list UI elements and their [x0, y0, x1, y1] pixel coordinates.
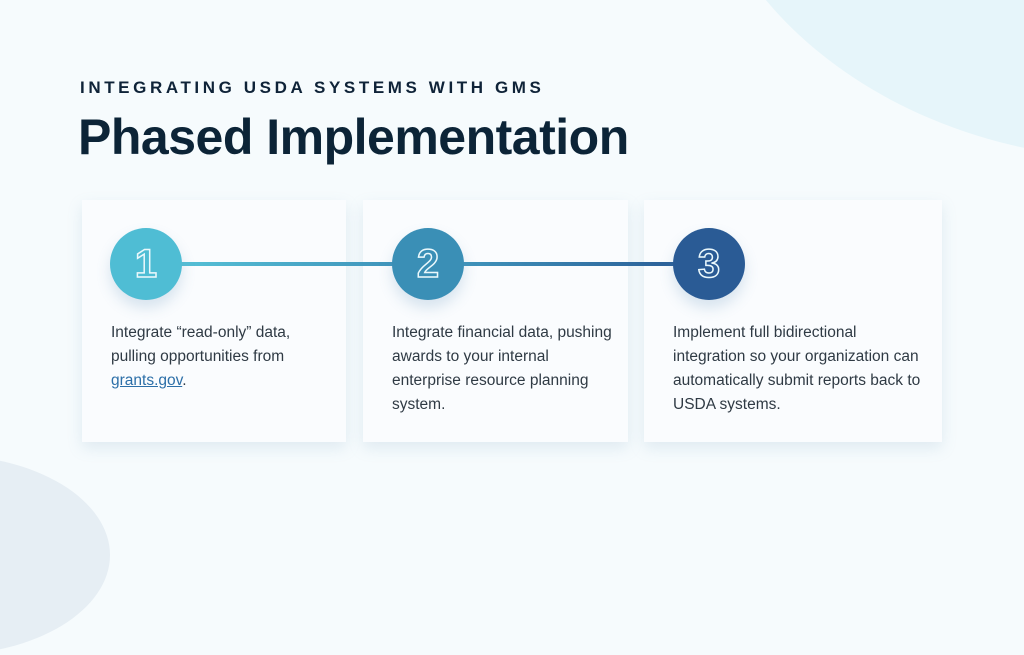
step-1-text: Integrate “read-only” data, pulling oppo… — [111, 324, 291, 365]
connector-line-2-3 — [462, 262, 677, 266]
background-shape-bottom-left — [0, 455, 110, 655]
eyebrow-heading: INTEGRATING USDA SYSTEMS WITH GMS — [80, 78, 545, 97]
step-1-text-end: . — [182, 372, 187, 389]
grants-gov-link[interactable]: grants.gov — [111, 372, 183, 389]
background-shape-top-right — [690, 0, 1024, 160]
step-description-3: Implement full bidirectional integration… — [673, 324, 921, 413]
step-description-1: Integrate “read-only” data, pulling oppo… — [111, 321, 336, 393]
step-number-badge-2: 2 — [392, 228, 464, 300]
connector-line-1-2 — [180, 262, 395, 266]
step-number-badge-1: 1 — [110, 228, 182, 300]
step-description-2: Integrate financial data, pushing awards… — [392, 324, 612, 413]
page-title: Phased Implementation — [78, 109, 629, 165]
step-number-badge-3: 3 — [673, 228, 745, 300]
